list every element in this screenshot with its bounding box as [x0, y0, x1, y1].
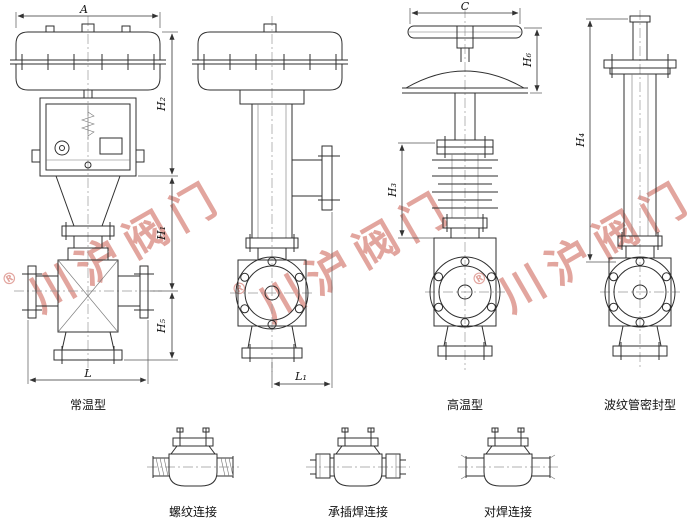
handwheel: [402, 25, 528, 94]
connection-butt-weld: 对焊连接: [458, 427, 560, 519]
dimension-H4: H₄: [574, 18, 628, 263]
watermark-registered-icon: ®: [0, 266, 21, 290]
dimension-label-A: A: [79, 3, 88, 16]
yoke-column: [239, 89, 305, 238]
positioner-box: [31, 90, 145, 177]
dimension-label-L: L: [83, 367, 91, 380]
watermark-text: 川沪阀门: [21, 170, 234, 322]
dimension-A: A: [15, 3, 161, 28]
valve-body-three-way: [22, 259, 154, 364]
diaphragm-actuator: [192, 23, 348, 91]
dimension-label-L1: L₁: [294, 370, 307, 383]
diaphragm-actuator: [10, 23, 166, 91]
valve-body-front: [429, 237, 501, 360]
dimension-label-H2: H₂: [155, 97, 168, 112]
watermark-text: 川沪阀门: [491, 170, 700, 322]
dimension-label-H1: H₁: [155, 226, 168, 241]
bonnet: [617, 232, 663, 259]
dimension-label-H4: H₄: [574, 133, 587, 148]
bellows-column: [623, 74, 657, 236]
dimension-label-C: C: [461, 0, 470, 13]
side-port-flange: [292, 145, 340, 211]
valve-body-front: [604, 256, 676, 360]
figure-normal-temp: A H₂ H₁ H₅ L 常温型: [10, 3, 178, 412]
yoke: [55, 175, 121, 227]
watermark: ® 川沪阀门: [468, 170, 700, 322]
figure-bellows-seal: H₄ 波纹管密封型: [574, 10, 680, 412]
dimension-label-H5: H₅: [155, 318, 168, 334]
watermark-text: 川沪阀门: [251, 180, 464, 332]
dimension-L: L: [27, 320, 149, 384]
caption-butt-weld-connection: 对焊连接: [484, 504, 532, 519]
valve-body-front: [235, 256, 309, 362]
dimension-H2: H₂: [138, 31, 178, 177]
bonnet: [245, 234, 299, 261]
connection-socket-weld: 承插焊连接: [306, 427, 410, 519]
figure-side-view: L₁: [192, 16, 348, 388]
dimension-H5: H₅: [124, 292, 178, 361]
caption-bellows-seal: 波纹管密封型: [604, 397, 676, 412]
watermark: ® 川沪阀门: [0, 170, 234, 322]
caption-high-temp: 高温型: [447, 397, 483, 412]
figure-high-temp: C H₆: [386, 0, 542, 412]
dimension-label-H3: H₃: [386, 183, 399, 198]
dimension-H6: H₆: [521, 27, 542, 94]
dimension-L1: L₁: [271, 212, 333, 388]
caption-threaded-connection: 螺纹连接: [169, 504, 217, 519]
watermark: ® 川沪阀门: [228, 180, 464, 332]
caption-socket-weld-connection: 承插焊连接: [328, 504, 388, 519]
connection-threaded: 螺纹连接: [147, 427, 239, 519]
caption-normal-temp: 常温型: [70, 398, 106, 412]
radiator-fins: [432, 93, 498, 218]
dimension-C: C: [409, 0, 521, 24]
dimension-H1: H₁: [150, 177, 178, 292]
stem-and-flange: [603, 15, 677, 78]
dimension-label-H6: H₆: [521, 52, 534, 68]
